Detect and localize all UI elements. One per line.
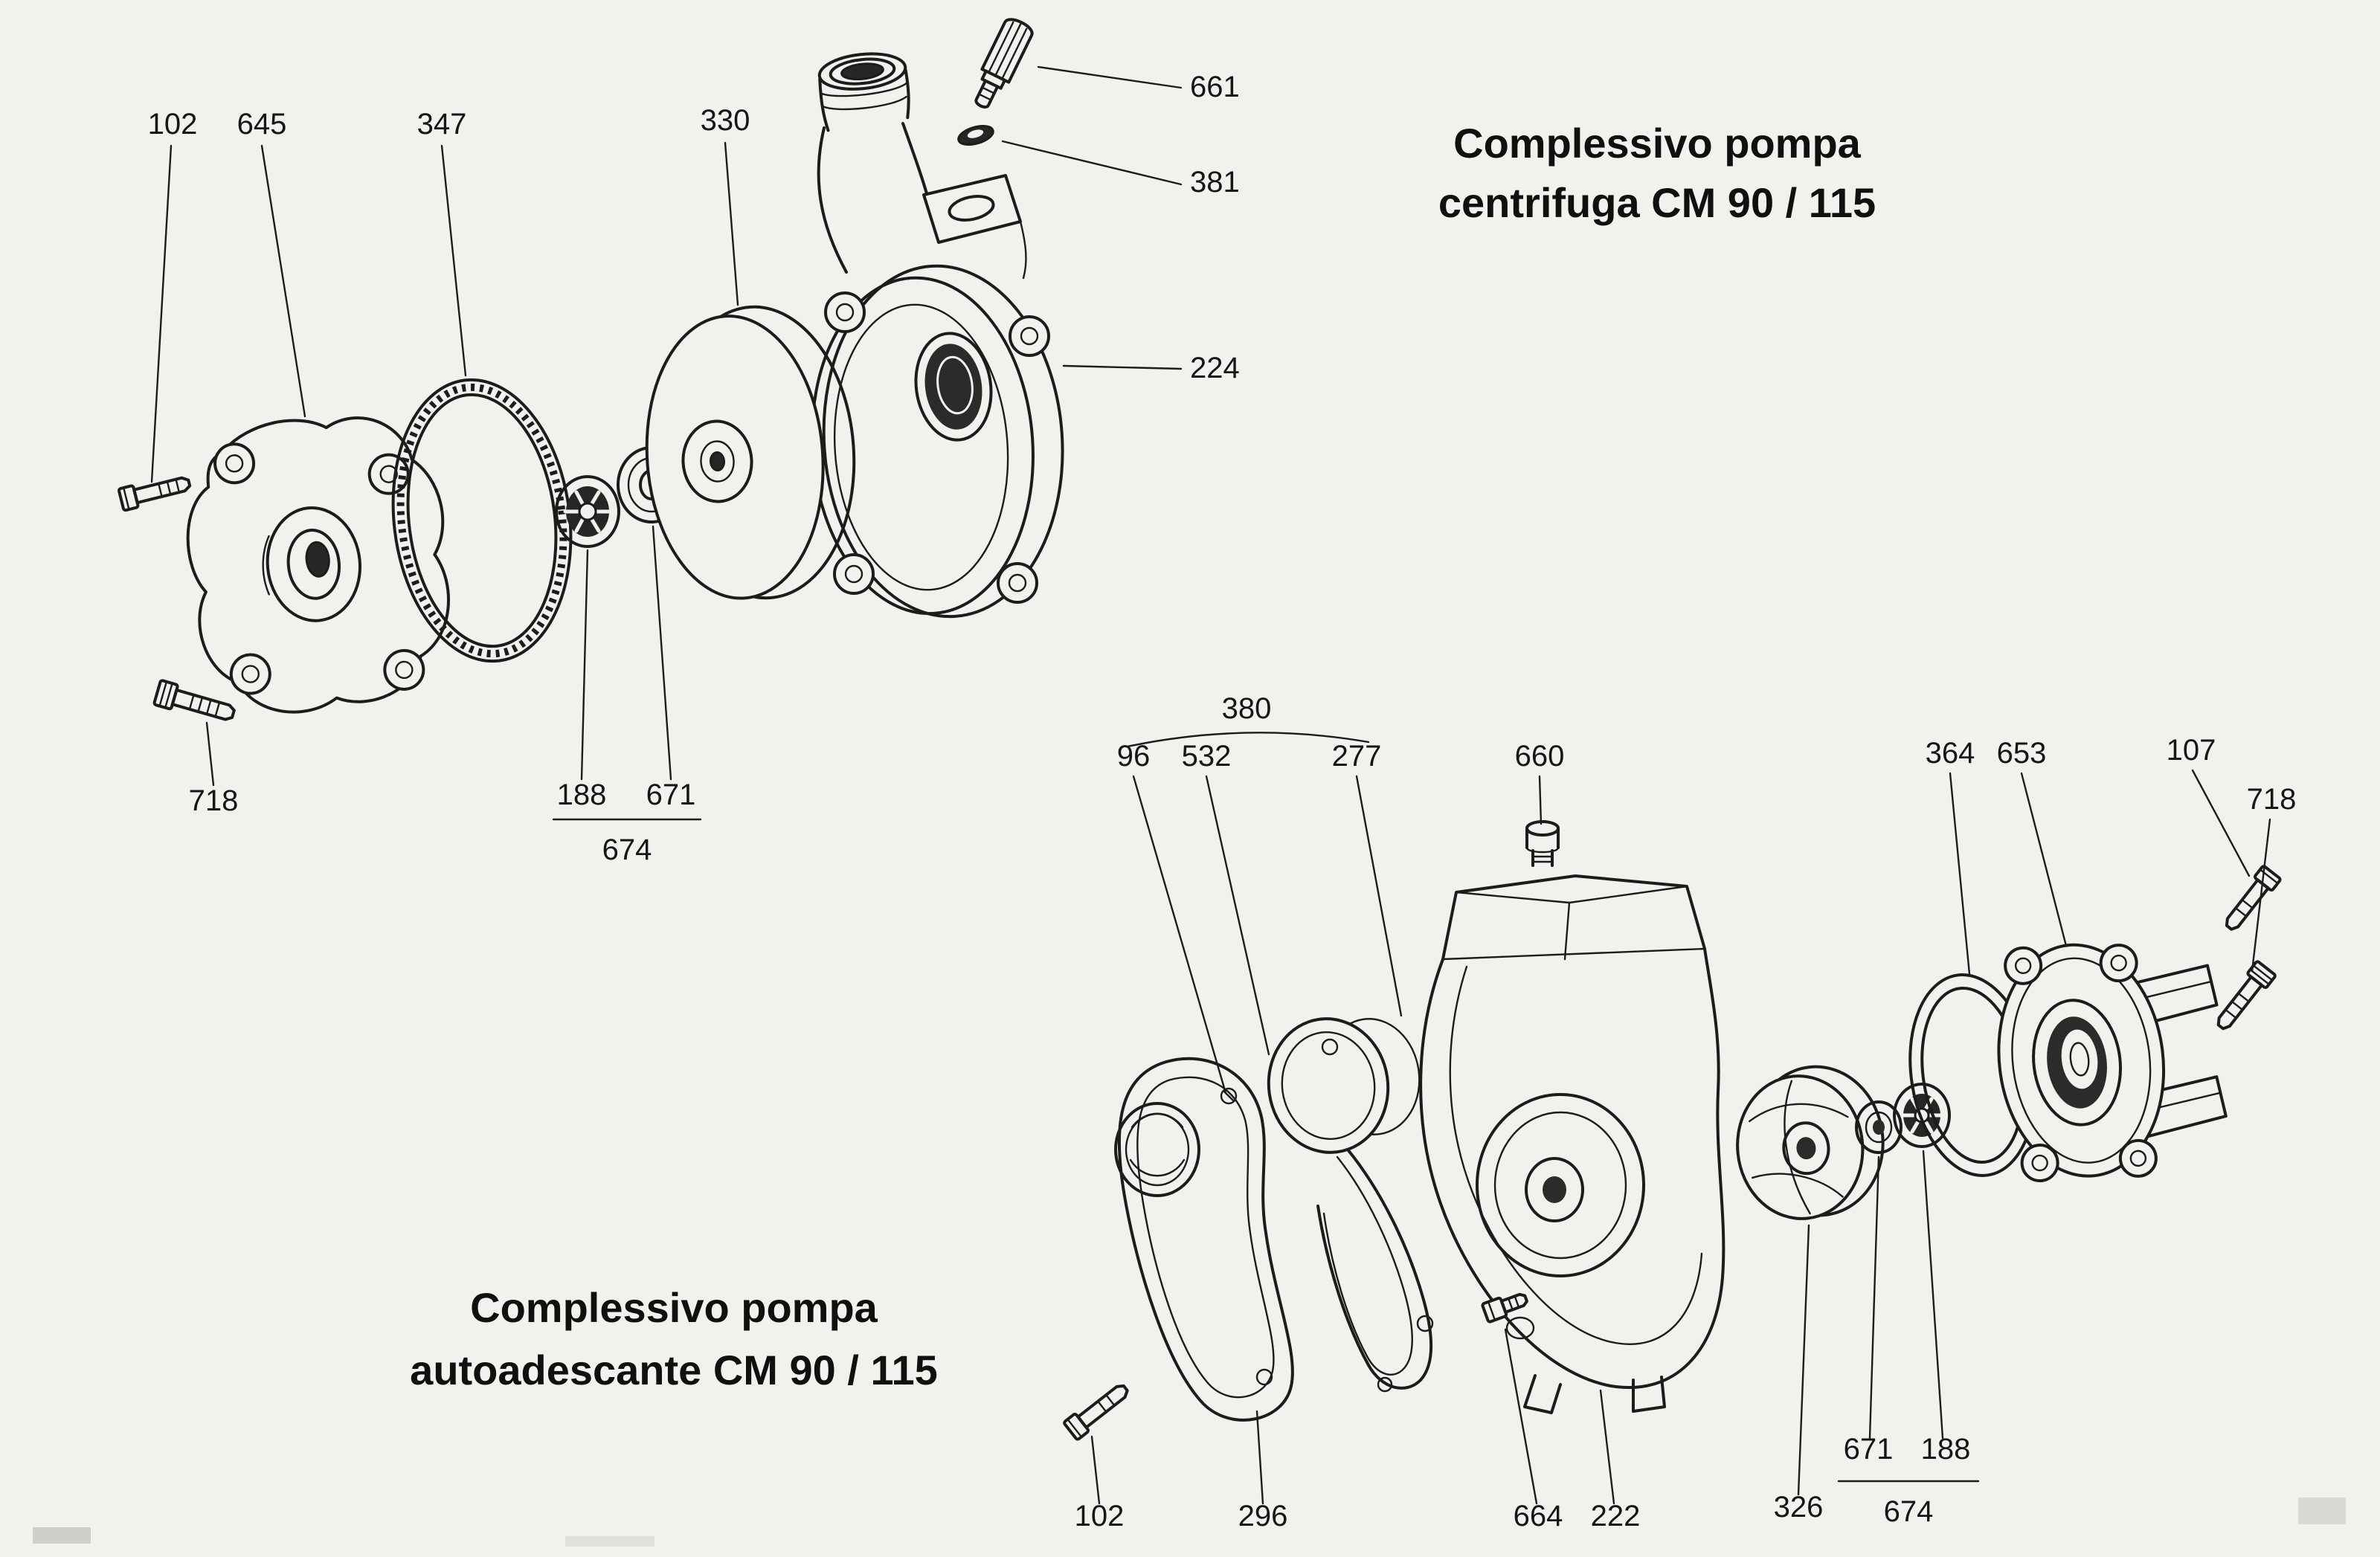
part-222-pump-body [1419,874,1726,1414]
callout-532-label: 532 [1182,740,1232,773]
part-330-impeller [645,305,856,600]
part-671-seal-seat-bottom [1855,1100,1903,1154]
part-718-bolt-bottom [2216,960,2277,1031]
callout-102-bottom-label: 102 [1075,1500,1125,1532]
part-645-support-flange [186,416,451,714]
part-102-bolt-bottom [1063,1384,1129,1441]
callout-661-label: 661 [1190,71,1240,103]
part-102-bolt [118,476,192,512]
callout-222-label: 222 [1591,1500,1641,1532]
part-224-pump-body [810,52,1064,619]
part-381-washer [957,125,994,146]
callout-364-label: 364 [1926,737,1975,770]
callout-296-label: 296 [1238,1500,1288,1532]
callout-277-label: 277 [1332,740,1382,773]
part-718-bolt [152,679,236,721]
callout-674-bottom-label: 674 [1884,1495,1934,1528]
callout-645-label: 645 [237,108,287,141]
callout-labels-centrifugal: 102 645 347 330 661 381 224 718 188 671 … [148,71,1240,866]
callout-224-label: 224 [1190,352,1240,384]
part-661-filler-plug [974,18,1034,109]
assembly-titles: Complessivo pompa centrifuga CM 90 / 115… [410,120,1876,1393]
part-653-bearing-flange [1997,943,2228,1183]
title-centrifugal-line1: Complessivo pompa [1453,120,1862,167]
leader-lines [150,65,2271,1505]
part-660-tank-plug [1525,820,1560,867]
callout-188-bottom-label: 188 [1921,1433,1971,1466]
part-188-mechanical-seal [555,475,620,548]
callout-107-label: 107 [2167,734,2216,767]
callout-653-label: 653 [1997,737,2047,770]
title-centrifugal-line2: centrifuga CM 90 / 115 [1438,179,1876,226]
part-532-flap-valve [1267,1017,1421,1154]
part-326-impeller [1736,1065,1885,1220]
part-188-mechanical-seal-bottom [1893,1083,1951,1148]
callout-660-label: 660 [1515,740,1565,773]
callout-96-label: 96 [1117,740,1151,773]
callout-labels-self-priming: 380 96 532 277 660 364 653 107 718 102 2… [1075,692,2297,1532]
part-296-front-cover [1114,1057,1294,1422]
part-107-bolt [2225,865,2282,931]
callout-718-bottom-label: 718 [2247,783,2297,816]
callout-188-label: 188 [557,778,607,811]
part-277-gasket-band [1316,1148,1434,1393]
title-self-priming-line1: Complessivo pompa [470,1284,878,1331]
callout-671-bottom-label: 671 [1844,1433,1894,1466]
title-self-priming-line2: autoadescante CM 90 / 115 [410,1347,938,1393]
callout-102-label: 102 [148,108,198,141]
callout-381-label: 381 [1190,166,1240,199]
callout-718-label: 718 [189,784,239,817]
callout-326-label: 326 [1774,1491,1824,1524]
callout-674-label: 674 [602,834,652,866]
callout-671-label: 671 [646,778,696,811]
callout-347-label: 347 [417,108,467,141]
callout-380-label: 380 [1222,692,1272,725]
callout-664-label: 664 [1514,1500,1563,1532]
part-664-drain-plug [1481,1292,1528,1324]
callout-330-label: 330 [701,104,750,137]
scan-artifacts [33,1498,2346,1547]
